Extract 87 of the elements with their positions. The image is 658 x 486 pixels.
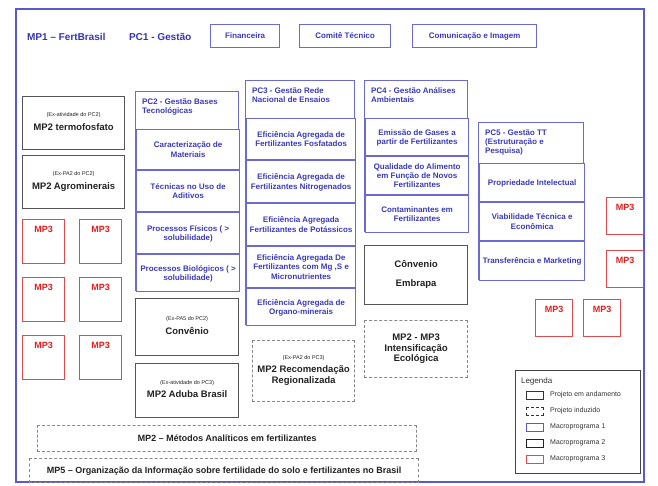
box-label: Embrapa	[396, 279, 436, 290]
box-label: MP3	[616, 255, 634, 266]
macroprogram-box	[79, 335, 122, 380]
box-label: Eficiência Agregada Fertilizantes de Potássicos	[249, 215, 353, 234]
project-box	[22, 155, 125, 209]
box-label: MP3	[544, 304, 564, 314]
box-label: PC2 - Gestão Bases Tecnológicas	[141, 96, 219, 116]
activity-box	[136, 254, 240, 292]
box-label: MP2 termofosfato	[33, 122, 114, 134]
box-label: Qualidade do Alimento em Função de Novos Fertilizantes	[372, 162, 462, 190]
activity-box	[246, 118, 356, 160]
management-column	[245, 80, 355, 325]
box-label: Emissão de Gases a partir de Fertilizantes	[376, 128, 458, 146]
box-label: MP2 – Métodos Analíticos em fertilizantes	[138, 433, 316, 444]
activity-box	[136, 170, 240, 212]
activity-box	[136, 129, 240, 170]
macroprogram-box	[535, 299, 573, 337]
management-column	[135, 91, 239, 291]
activity-box	[246, 246, 356, 288]
macroprogram-box	[79, 277, 122, 322]
management-column	[478, 122, 584, 280]
management-box	[412, 24, 537, 48]
activity-box	[479, 241, 585, 281]
box-label: Financeira	[224, 31, 265, 41]
activity-box	[365, 118, 469, 156]
box-label: PC4 - Gestão Análises Ambientais	[370, 85, 457, 104]
project-box	[22, 96, 125, 150]
macroprogram-box	[606, 250, 644, 288]
legend-title: Legenda	[521, 376, 552, 385]
program-frame	[15, 8, 645, 483]
management-box	[299, 24, 391, 48]
activity-box	[479, 163, 585, 202]
activity-box	[365, 195, 469, 233]
activity-box	[479, 202, 585, 241]
box-label: Eficiência Agregada de Fertilizantes Nitrogenados	[250, 172, 352, 191]
box-label: Comitê Técnico	[315, 31, 375, 41]
macroprogram-box	[22, 335, 65, 380]
macroprogram-box	[79, 219, 122, 264]
box-label: Eficiência Agregada de Fertilizantes Fosfatados	[254, 130, 348, 148]
induced-project-box	[252, 340, 355, 402]
activity-box	[246, 203, 356, 246]
project-box	[135, 298, 239, 356]
box-label: MP2 Aduba Brasil	[146, 390, 228, 402]
activity-box	[136, 212, 240, 254]
macroprogram-box	[583, 299, 621, 337]
activity-box	[365, 156, 469, 195]
box-label: Eficiência Agregada De Fertilizantes com Mg ,S e Micronutrientes	[252, 253, 350, 281]
box-label: MP3	[91, 340, 110, 350]
box-label: Cônvenio	[394, 260, 438, 271]
box-label: Viabilidade Técnica e Econômica	[490, 212, 574, 231]
project-box	[364, 245, 468, 305]
box-label: MP2 - MP3 Intensificação Ecológica	[383, 332, 449, 366]
section-label: PC1 - Gestão	[129, 32, 192, 43]
macroprogram-box	[606, 197, 644, 235]
management-column	[364, 80, 468, 232]
project-box	[135, 363, 239, 418]
box-label: Comunicação e Imagem	[428, 31, 520, 41]
activity-box	[246, 160, 356, 203]
box-label: Eficiência Agregada de Organo-minerais	[256, 298, 346, 316]
box-label: MP3	[592, 304, 612, 314]
box-label: PC3 - Gestão Rede Nacional de Ensaios	[251, 85, 331, 104]
box-label: Técnicas no Uso de Aditivos	[149, 182, 227, 200]
box-label: Processos Físicos ( > solubilidade)	[146, 224, 230, 242]
box-label: Caracterização de Materiais	[152, 140, 224, 159]
box-label: MP3	[34, 224, 53, 234]
box-label: PC5 - Gestão TT (Estruturação e Pesquisa)	[484, 127, 548, 156]
box-label: MP3	[34, 282, 53, 292]
induced-project-box	[29, 458, 419, 483]
box-label: MP2 Recomendação Regionalizada	[256, 365, 351, 388]
box-label: Convênio	[165, 326, 209, 338]
macroprogram-box	[22, 277, 65, 322]
macroprogram-box	[22, 219, 65, 264]
box-label: Transferência e Marketing	[482, 256, 582, 266]
box-label: Contaminantes em Fertilizantes	[380, 204, 454, 224]
box-label: MP3	[616, 202, 634, 212]
box-label: MP3	[34, 340, 53, 350]
box-label: MP2 Agrominerais	[32, 182, 116, 193]
box-label: MP1 – FertBrasil	[27, 32, 106, 44]
box-label: MP5 – Organização da Informação sobre fertilidade do solo e fertilizantes no Brasil	[46, 465, 402, 476]
activity-box	[246, 288, 356, 326]
box-label: MP3	[91, 224, 110, 234]
box-label: Processos Biológicos ( > solubilidade)	[139, 264, 237, 282]
induced-project-box	[37, 425, 417, 452]
box-label: Propriedade Intelectual	[488, 178, 576, 188]
management-box	[210, 24, 280, 48]
induced-project-box	[364, 320, 468, 378]
box-label: MP3	[91, 282, 110, 292]
